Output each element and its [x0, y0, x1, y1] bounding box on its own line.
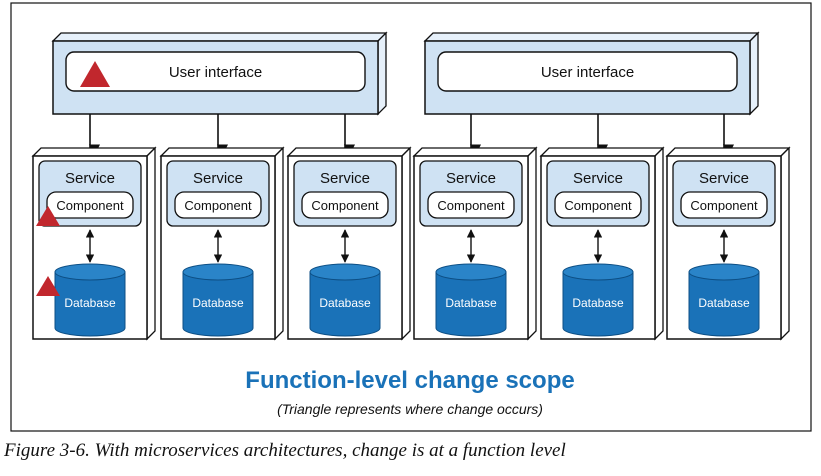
change-triangle	[36, 276, 60, 296]
component-box	[301, 191, 389, 219]
service-label: Service	[320, 170, 370, 187]
service-label: Service	[65, 170, 115, 187]
component-box	[46, 191, 134, 219]
component-box	[680, 191, 768, 219]
ui-panel-top-face	[423, 32, 760, 42]
ui-panel-side-face	[377, 31, 387, 116]
database-top	[309, 263, 381, 281]
database-label: Database	[319, 296, 371, 310]
component-label: Component	[56, 198, 124, 213]
database-label: Database	[445, 296, 497, 310]
ui-panel-top-face	[51, 32, 388, 42]
component-box	[174, 191, 262, 219]
service-label: Service	[573, 170, 623, 187]
service-label: Service	[193, 170, 243, 187]
services: ServiceComponentDatabaseServiceComponent…	[31, 146, 791, 341]
component-box	[427, 191, 515, 219]
change-triangle	[36, 206, 60, 226]
service-label: Service	[446, 170, 496, 187]
service-top-face	[286, 147, 412, 157]
database-icon	[562, 271, 634, 337]
ui-panel-side-face	[749, 31, 759, 116]
ui-panel: User interface	[423, 31, 760, 116]
service-side-face	[274, 146, 284, 341]
database-top	[435, 263, 507, 281]
database-icon	[309, 271, 381, 337]
service-side-face	[654, 146, 664, 341]
ui-arrows	[88, 114, 735, 156]
component-label: Component	[311, 198, 379, 213]
service-top-face	[665, 147, 791, 157]
service-side-face	[527, 146, 537, 341]
database-top	[688, 263, 760, 281]
ui-inner-box	[65, 51, 366, 92]
service-side-face	[780, 146, 790, 341]
database-top	[54, 263, 126, 281]
database-label: Database	[192, 296, 244, 310]
database-icon	[435, 271, 507, 337]
database-icon	[688, 271, 760, 337]
service-top-face	[159, 147, 285, 157]
database-label: Database	[698, 296, 750, 310]
service-top-face	[412, 147, 538, 157]
component-box	[554, 191, 642, 219]
service-label: Service	[699, 170, 749, 187]
figure-caption: Figure 3-6. With microservices architect…	[4, 440, 566, 461]
ui-label: User interface	[541, 64, 634, 81]
component-label: Component	[564, 198, 632, 213]
component-label: Component	[184, 198, 252, 213]
scope-subtitle: (Triangle represents where change occurs…	[277, 401, 543, 417]
component-label: Component	[437, 198, 505, 213]
scope-title: Function-level change scope	[245, 367, 574, 394]
ui-label: User interface	[169, 64, 262, 81]
database-icon	[54, 271, 126, 337]
ui-inner-box	[437, 51, 738, 92]
database-label: Database	[572, 296, 624, 310]
component-label: Component	[690, 198, 758, 213]
database-icon	[182, 271, 254, 337]
database-label: Database	[64, 296, 116, 310]
service-side-face	[146, 146, 156, 341]
database-top	[182, 263, 254, 281]
service-side-face	[401, 146, 411, 341]
service-top-face	[539, 147, 665, 157]
ui-panels: User interface User interface	[51, 31, 760, 116]
database-top	[562, 263, 634, 281]
ui-panel: User interface	[51, 31, 388, 116]
service-top-face	[31, 147, 157, 157]
change-triangle	[80, 61, 110, 87]
